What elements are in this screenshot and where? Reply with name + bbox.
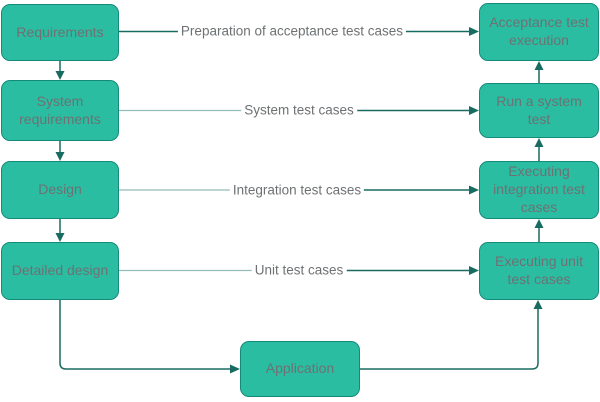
node-acceptance-test-execution-label: Acceptance test execution [489, 14, 589, 48]
edge-label-unit-test-cases: Unit test cases [251, 262, 347, 278]
node-application[interactable]: Application [240, 341, 360, 397]
edge-left-column-down-arrows [55, 61, 65, 242]
node-acceptance-test-execution[interactable]: Acceptance test execution [479, 3, 599, 61]
edge-right-column-up-arrows [534, 61, 544, 242]
edge-label-system-test-cases: System test cases [241, 102, 357, 118]
node-requirements[interactable]: Requirements [1, 4, 119, 61]
node-detailed-design[interactable]: Detailed design [1, 242, 119, 300]
node-system-requirements-label: System requirements [19, 92, 101, 127]
node-executing-unit-test-cases[interactable]: Executing unit test cases [479, 242, 599, 300]
node-run-a-system-test[interactable]: Run a system test [479, 83, 599, 138]
node-design[interactable]: Design [1, 161, 119, 219]
edge-application-to-executing-unit [360, 300, 543, 370]
node-detailed-design-label: Detailed design [11, 262, 109, 279]
edge-label-preparation-acceptance-test-cases: Preparation of acceptance test cases [177, 23, 407, 39]
edge-label-integration-test-cases: Integration test cases [229, 182, 365, 198]
node-executing-integration-test-cases[interactable]: Executing integration test cases [479, 161, 599, 219]
node-run-a-system-test-label: Run a system test [496, 92, 582, 127]
node-design-label: Design [38, 181, 82, 198]
node-executing-unit-test-cases-label: Executing unit test cases [495, 253, 583, 287]
node-application-label: Application [265, 360, 335, 377]
edge-detailed-design-to-application [59, 300, 240, 374]
node-system-requirements[interactable]: System requirements [1, 80, 119, 141]
node-requirements-label: Requirements [16, 23, 104, 40]
node-executing-integration-test-cases-label: Executing integration test cases [493, 163, 585, 215]
